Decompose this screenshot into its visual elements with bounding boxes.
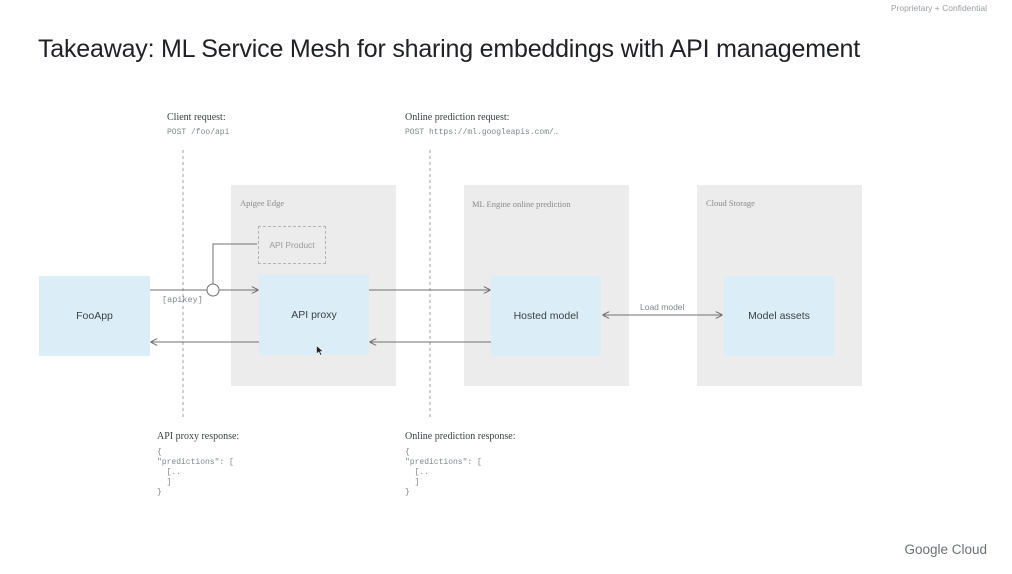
ml-engine-label: ML Engine online prediction: [472, 199, 571, 209]
proxy-response-title: API proxy response:: [157, 431, 240, 442]
api-proxy-box: API proxy: [259, 275, 369, 355]
client-request-body: POST /foo/api: [167, 128, 230, 137]
proxy-response-body: { "predictions": [ [.. ] }: [157, 448, 234, 497]
hosted-model-box: Hosted model: [491, 276, 601, 356]
load-model-label: Load model: [640, 302, 685, 312]
api-product-junction: [206, 283, 220, 297]
fooapp-box: FooApp: [39, 276, 150, 356]
online-request-body: POST https://ml.googleapis.com/…: [405, 128, 559, 137]
client-request-title: Client request:: [167, 112, 226, 123]
google-cloud-logo: Google Cloud: [904, 542, 987, 557]
model-assets-box: Model assets: [724, 276, 834, 356]
mouse-cursor-icon: [316, 345, 324, 356]
confidential-label: Proprietary + Confidential: [890, 3, 987, 13]
online-request-title: Online prediction request:: [405, 112, 510, 123]
apigee-edge-label: Apigee Edge: [240, 198, 285, 208]
online-response-title: Online prediction response:: [405, 431, 516, 442]
slide-title: Takeaway: ML Service Mesh for sharing em…: [38, 35, 860, 63]
online-response-body: { "predictions": [ [.. ] }: [405, 448, 482, 497]
api-product-connector: [212, 243, 257, 284]
apikey-label: [apikey]: [162, 295, 203, 305]
api-product-box: API Product: [258, 226, 326, 264]
cloud-storage-label: Cloud Storage: [706, 198, 755, 208]
